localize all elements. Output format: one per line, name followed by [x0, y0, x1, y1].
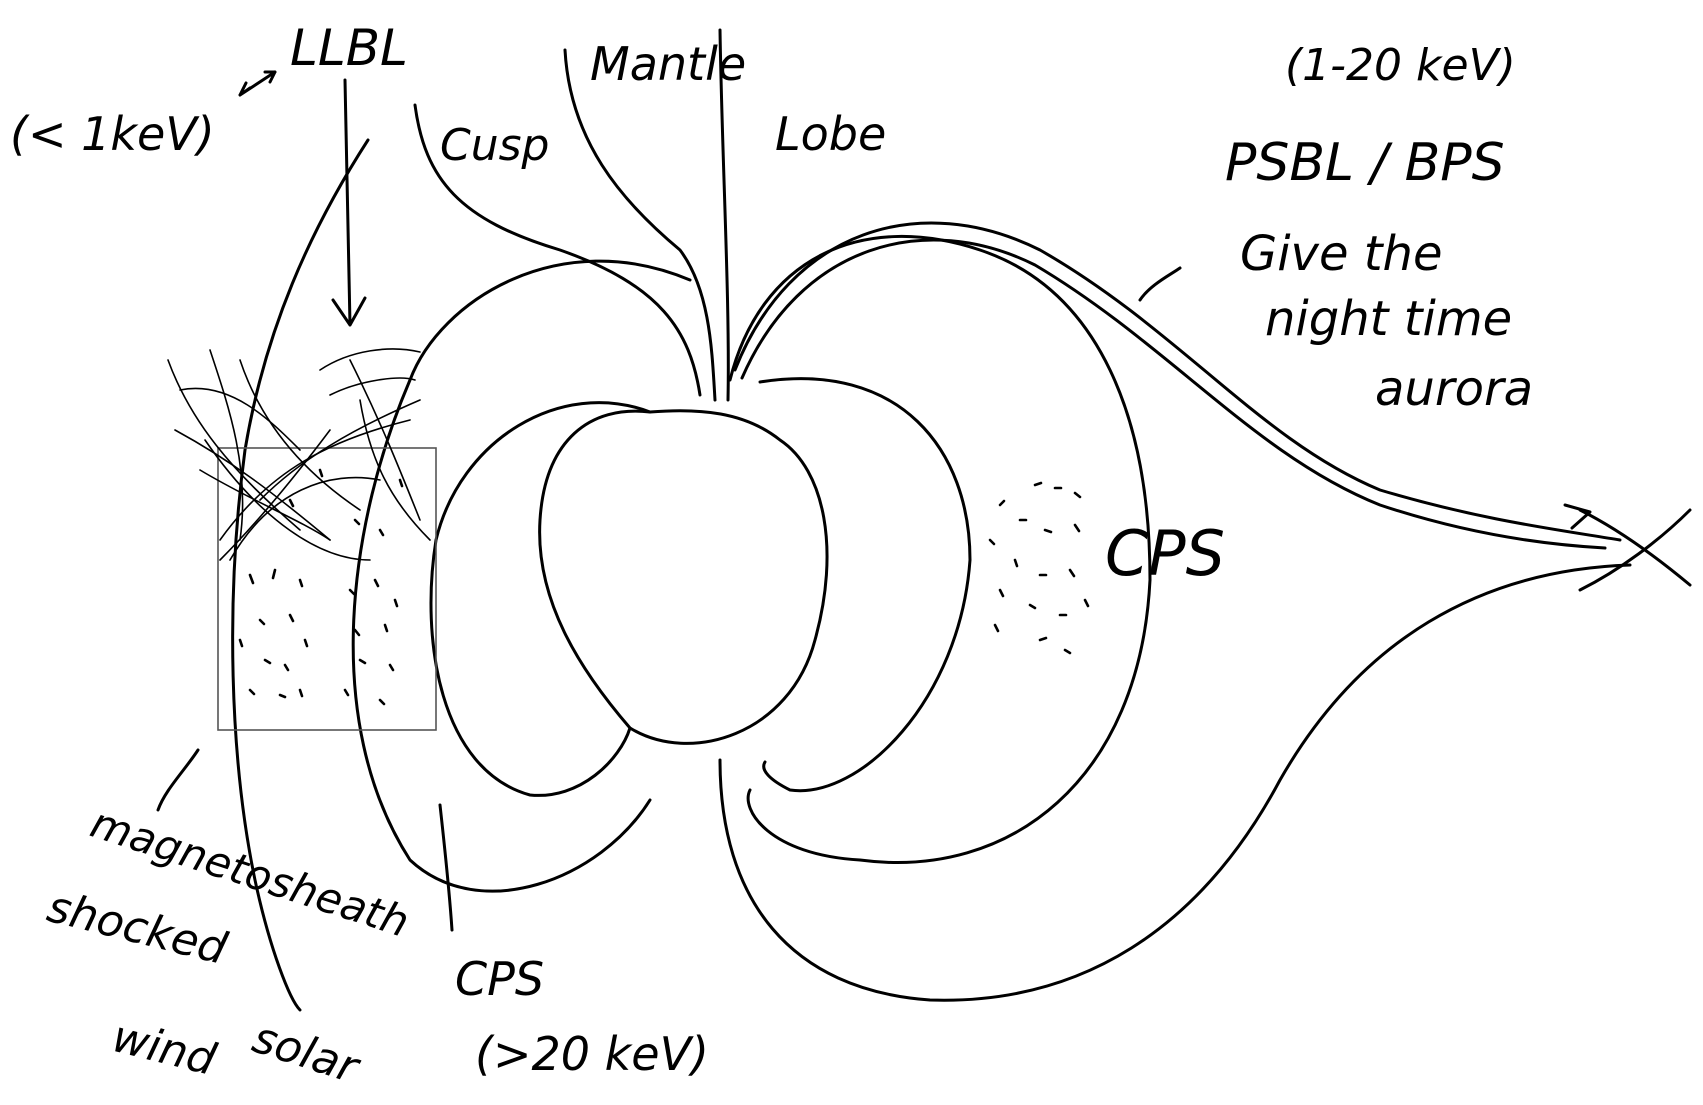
- outer-nightside-field-line: [728, 235, 1152, 865]
- magnetopause-line: [231, 138, 370, 1012]
- x-line-left: [1578, 508, 1692, 592]
- psbl-pointer: [1138, 266, 1182, 302]
- cps-bottom-label: CPS: [455, 952, 544, 1006]
- inner-nightside-field-line: [758, 377, 972, 793]
- cps-plasma-cloud: [988, 481, 1090, 655]
- llbl-arrow: [331, 78, 367, 327]
- solar-label: solar: [247, 1012, 367, 1095]
- llbl-energy-label: (< 1keV): [10, 107, 215, 161]
- mantle-field-line: [563, 48, 717, 402]
- wind-label: wind: [107, 1011, 221, 1086]
- cps-bottom-pointer: [438, 803, 454, 932]
- cusp-label: Cusp: [440, 120, 549, 171]
- cps-bottom-energy-label: (>20 keV): [475, 1027, 709, 1081]
- sheath-plasma-dots: [238, 468, 404, 706]
- magnetosheath-box: [217, 447, 437, 731]
- psbl-note-line3: aurora: [1375, 361, 1533, 417]
- llbl-energy-arrow: [238, 70, 277, 97]
- psbl-boundary-inner-line: [740, 238, 1607, 550]
- shocked-label: shocked: [42, 881, 232, 975]
- psbl-boundary-line: [733, 221, 1622, 542]
- mantle-label: Mantle: [590, 37, 746, 91]
- lobe-label: Lobe: [775, 107, 886, 161]
- psbl-note-line2: night time: [1265, 291, 1512, 347]
- magnetosheath-pointer: [156, 748, 200, 812]
- cusp-field-line: [413, 103, 702, 397]
- psbl-label: PSBL / BPS: [1225, 133, 1505, 193]
- cps-right-label: CPS: [1105, 517, 1225, 590]
- tail-return-line: [718, 563, 1632, 1002]
- x-line-right: [1578, 508, 1692, 587]
- outer-dayside-field-line: [351, 259, 692, 893]
- earth-circle: [538, 409, 829, 745]
- lobe-field-line: [718, 28, 730, 402]
- psbl-energy-label: (1-20 keV): [1285, 40, 1516, 91]
- psbl-note-line1: Give the: [1240, 226, 1443, 282]
- inner-dayside-field-line: [429, 401, 652, 797]
- x-line-arrowhead: [1563, 503, 1592, 530]
- llbl-label: LLBL: [290, 19, 408, 77]
- turbulence-scribbles: [167, 348, 431, 561]
